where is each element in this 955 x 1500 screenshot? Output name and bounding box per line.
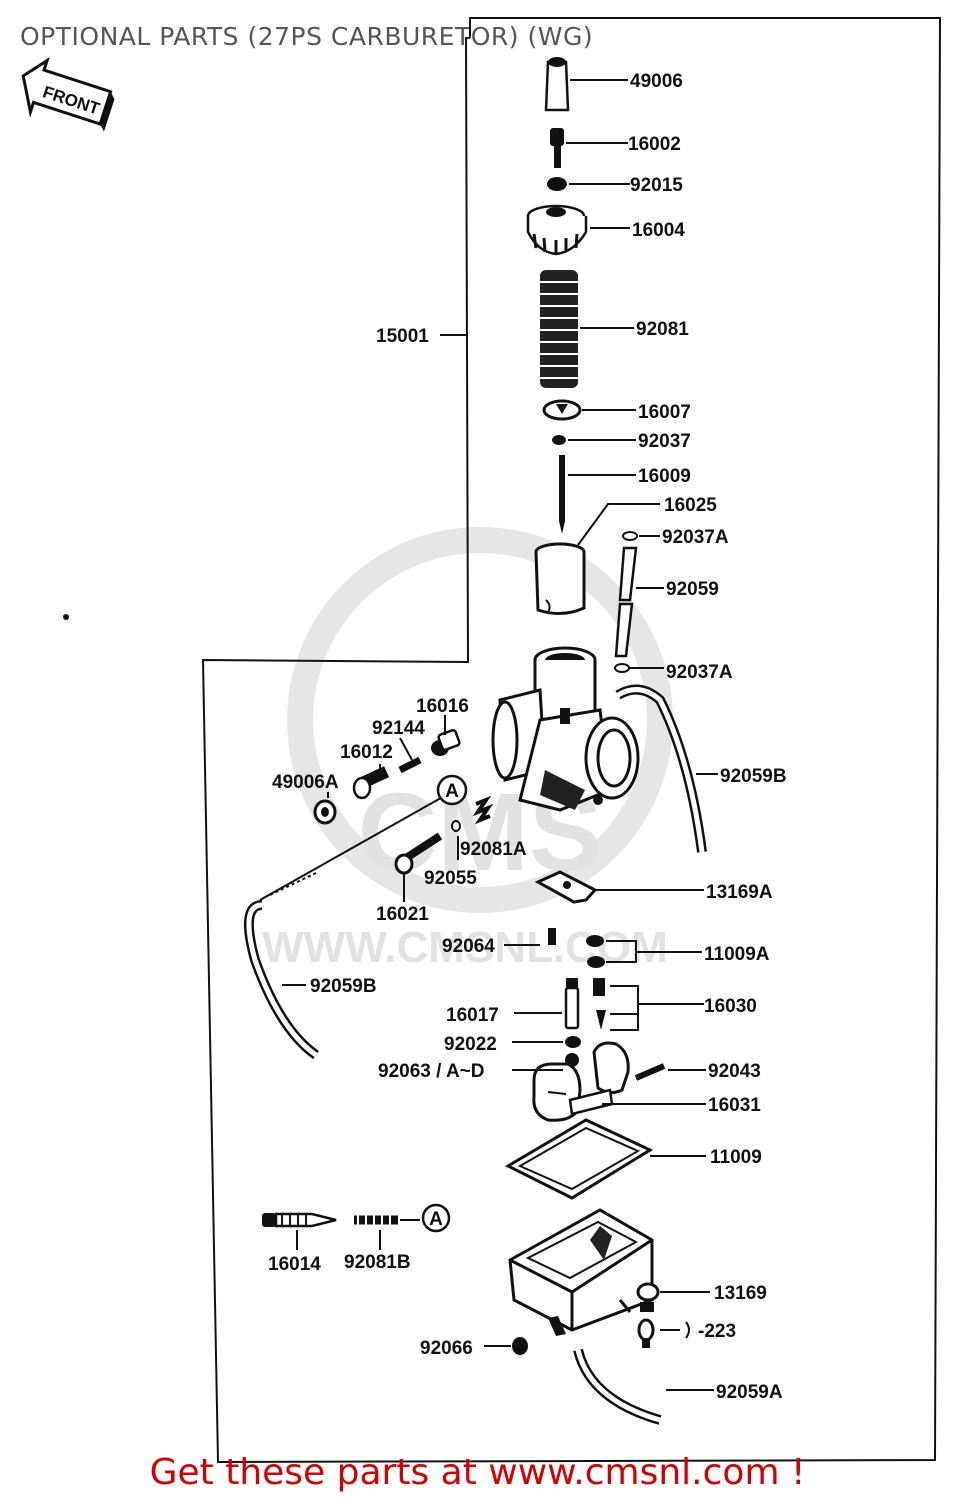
label-15001: 15001	[376, 326, 429, 347]
label-223: -223	[698, 1321, 736, 1342]
label-92059A: 92059A	[716, 1382, 783, 1403]
gasket-13169A	[534, 870, 598, 904]
label-92081B: 92081B	[344, 1252, 411, 1273]
label-92081A: 92081A	[460, 839, 527, 860]
screw-16012	[352, 766, 390, 800]
label-16030: 16030	[704, 996, 757, 1017]
label-11009: 11009	[710, 1147, 762, 1168]
label-92059B-left: 92059B	[310, 976, 377, 997]
label-92043: 92043	[708, 1061, 761, 1082]
needle-16009	[559, 455, 565, 534]
stray-dot	[63, 614, 69, 620]
label-92022: 92022	[444, 1034, 497, 1055]
label-16016: 16016	[416, 696, 469, 717]
callout-a-upper: A	[436, 774, 468, 806]
callout-a-upper-label: A	[445, 781, 459, 802]
label-16014: 16014	[268, 1254, 321, 1275]
label-16007: 16007	[638, 402, 691, 423]
label-92059B-right: 92059B	[720, 766, 787, 787]
label-92037A-top: 92037A	[662, 527, 729, 548]
drain-tube-92059A	[573, 1348, 662, 1425]
label-16021: 16021	[376, 904, 429, 925]
page-title: OPTIONAL PARTS (27PS CARBURETOR) (WG)	[20, 22, 594, 51]
label-92059: 92059	[666, 579, 719, 600]
label-92081: 92081	[636, 319, 689, 340]
spring-92081	[540, 270, 578, 388]
label-49006A: 49006A	[272, 772, 339, 793]
label-92144: 92144	[372, 718, 425, 739]
leader-lines	[282, 79, 718, 1391]
label-92015: 92015	[630, 175, 683, 196]
screw-92066	[512, 1337, 528, 1355]
callout-a-lower: A	[421, 1203, 451, 1233]
orings-11009A	[586, 935, 605, 968]
jet-92064	[548, 928, 556, 945]
pilot-screw-16021	[394, 832, 443, 875]
label-92037A-bottom: 92037A	[666, 662, 733, 683]
plug-16016	[431, 728, 461, 756]
washer-92055	[451, 820, 461, 832]
label-16012: 16012	[340, 742, 393, 763]
adjuster-16002	[550, 128, 564, 168]
label-16009: 16009	[638, 466, 691, 487]
label-13169A: 13169A	[706, 882, 773, 903]
gasket-11009	[504, 1118, 654, 1200]
carburetor-body-15001	[491, 646, 640, 812]
throttle-valve-16025	[534, 542, 586, 615]
washer-92022	[565, 1036, 581, 1048]
label-16002: 16002	[628, 134, 681, 155]
spring-92081B	[354, 1215, 420, 1225]
assembly-boundary	[201, 17, 942, 1464]
label-11009A: 11009A	[704, 944, 770, 965]
callout-a-lower-label: A	[429, 1209, 443, 1230]
label-16031: 16031	[708, 1095, 761, 1116]
cap-49006A	[313, 799, 337, 825]
jets-16030	[593, 978, 606, 1030]
cap-49006	[544, 57, 570, 112]
jet-16017	[564, 978, 580, 1030]
label-16025: 16025	[664, 495, 717, 516]
label-92066: 92066	[420, 1338, 473, 1359]
shop-link[interactable]: Get these parts at www.cmsnl.com !	[149, 1452, 806, 1493]
front-arrow-badge: FRONT	[21, 57, 115, 132]
label-92037: 92037	[638, 431, 691, 452]
label-13169: 13169	[714, 1283, 767, 1304]
float-bowl	[508, 1208, 654, 1336]
label-16017: 16017	[446, 1005, 499, 1026]
label-49006: 49006	[630, 71, 683, 92]
label-92055: 92055	[424, 868, 477, 889]
tube-92059	[614, 531, 638, 673]
retainer-16007	[542, 399, 582, 421]
clip-92037	[552, 435, 566, 445]
label-92064: 92064	[442, 936, 495, 957]
label-16004: 16004	[632, 220, 685, 241]
nut-92015	[547, 177, 567, 191]
screw-223	[637, 1318, 655, 1348]
float-16031	[532, 1041, 630, 1122]
pin-92043	[634, 1063, 666, 1081]
screw-16014	[262, 1212, 337, 1228]
drain-13169	[636, 1282, 660, 1312]
leader-diagonal	[259, 789, 456, 901]
label-92063: 92063 / A~D	[378, 1061, 485, 1082]
spring-92081A	[472, 795, 494, 825]
spring-92144	[398, 756, 422, 774]
top-cap-16004	[526, 204, 588, 256]
